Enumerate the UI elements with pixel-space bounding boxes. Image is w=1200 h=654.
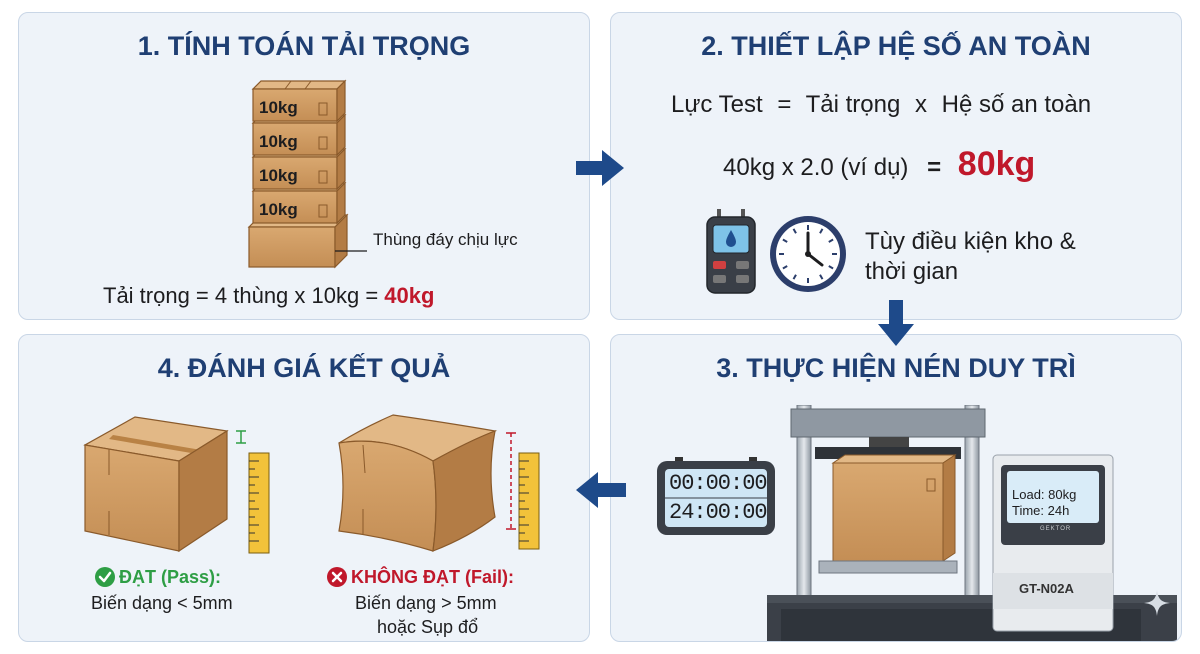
arrow-down-icon bbox=[878, 300, 914, 346]
example-result: 80kg bbox=[957, 145, 1036, 183]
step-4-title: 4. ĐÁNH GIÁ KẾT QUẢ bbox=[157, 353, 451, 383]
screen-load: Load: 80kg bbox=[1012, 487, 1077, 502]
clock-icon bbox=[770, 216, 846, 292]
pass-box-illustration bbox=[83, 416, 270, 554]
step-3-panel: 3. THỰC HIỆN NÉN DUY TRÌ 00:00:00 24:00:… bbox=[610, 334, 1182, 642]
box-label-2: 10kg bbox=[259, 132, 298, 151]
test-force-formula: Lực Test = Tải trọng x Hệ số an toàn bbox=[671, 91, 1091, 119]
pass-result: ĐẠT (Pass): bbox=[95, 567, 221, 588]
step-1-panel: 1. TÍNH TOÁN TẢI TRỌNG bbox=[18, 12, 590, 320]
machine-brand: GEKTOR bbox=[1040, 526, 1072, 532]
pass-ruler-icon bbox=[236, 430, 270, 554]
box-label-4: 10kg bbox=[259, 200, 298, 219]
box-stack-illustration bbox=[247, 79, 367, 269]
step-2-panel: 2. THIẾT LẬP HỆ SỐ AN TOÀN Lực Test = Tả… bbox=[610, 12, 1182, 320]
step-3-title: 3. THỰC HIỆN NÉN DUY TRÌ bbox=[716, 353, 1076, 383]
formula-right: Hệ số an toàn bbox=[941, 91, 1092, 118]
screen-time: Time: 24h bbox=[1012, 503, 1070, 518]
condition-text: Tùy điều kiện kho & thời gian bbox=[865, 227, 1076, 287]
formula-op: x bbox=[914, 91, 927, 118]
box-label-3: 10kg bbox=[259, 166, 298, 185]
load-result: 40kg bbox=[384, 283, 435, 308]
moisture-meter-icon bbox=[706, 209, 756, 294]
timer-device bbox=[657, 457, 775, 535]
step-1-title: 1. TÍNH TOÁN TẢI TRỌNG bbox=[137, 31, 471, 61]
formula-middle: Tải trọng bbox=[805, 91, 901, 118]
check-circle-icon bbox=[95, 567, 115, 587]
machine-model: GT-N02A bbox=[1019, 581, 1074, 596]
fail-result: KHÔNG ĐẠT (Fail): bbox=[327, 567, 514, 588]
condition-line-2: thời gian bbox=[865, 258, 959, 285]
example-calculation: 40kg x 2.0 (ví dụ) = 80kg bbox=[723, 145, 1035, 184]
fail-description-line-2: hoặc Sụp đổ bbox=[377, 617, 479, 637]
machine-screen: Load: 80kg Time: 24h bbox=[1012, 487, 1076, 519]
arrow-left-icon bbox=[576, 472, 626, 508]
bottom-box-label: Thùng đáy chịu lực bbox=[373, 230, 518, 249]
formula-left: Lực Test bbox=[671, 91, 763, 118]
stacked-box-1 bbox=[251, 79, 347, 123]
step-2-title: 2. THIẾT LẬP HỆ SỐ AN TOÀN bbox=[701, 31, 1091, 61]
box-label-1: 10kg bbox=[259, 98, 298, 117]
arrow-right-icon bbox=[576, 150, 624, 186]
formula-eq: = bbox=[777, 91, 792, 118]
x-circle-icon bbox=[327, 567, 347, 587]
fail-box-illustration bbox=[338, 414, 540, 552]
timer-bottom-display: 24:00:00 bbox=[669, 500, 768, 525]
sparkle-icon bbox=[1144, 590, 1170, 616]
example-text: 40kg x 2.0 (ví dụ) bbox=[723, 154, 909, 181]
load-formula-text: Tải trọng = 4 thùng x 10kg = bbox=[103, 283, 385, 308]
fail-description-line-1: Biến dạng > 5mm bbox=[355, 593, 497, 613]
pass-label: ĐẠT (Pass): bbox=[119, 567, 222, 587]
fail-label: KHÔNG ĐẠT (Fail): bbox=[351, 567, 514, 587]
timer-top-display: 00:00:00 bbox=[669, 471, 768, 496]
example-eq: = bbox=[927, 154, 942, 181]
step-4-panel: 4. ĐÁNH GIÁ KẾT QUẢ bbox=[18, 334, 590, 642]
fail-ruler-icon bbox=[506, 432, 540, 550]
pass-description: Biến dạng < 5mm bbox=[91, 593, 233, 613]
load-formula: Tải trọng = 4 thùng x 10kg = 40kg bbox=[103, 283, 434, 309]
compression-tester-machine bbox=[767, 405, 1177, 641]
condition-line-1: Tùy điều kiện kho & bbox=[865, 228, 1076, 255]
